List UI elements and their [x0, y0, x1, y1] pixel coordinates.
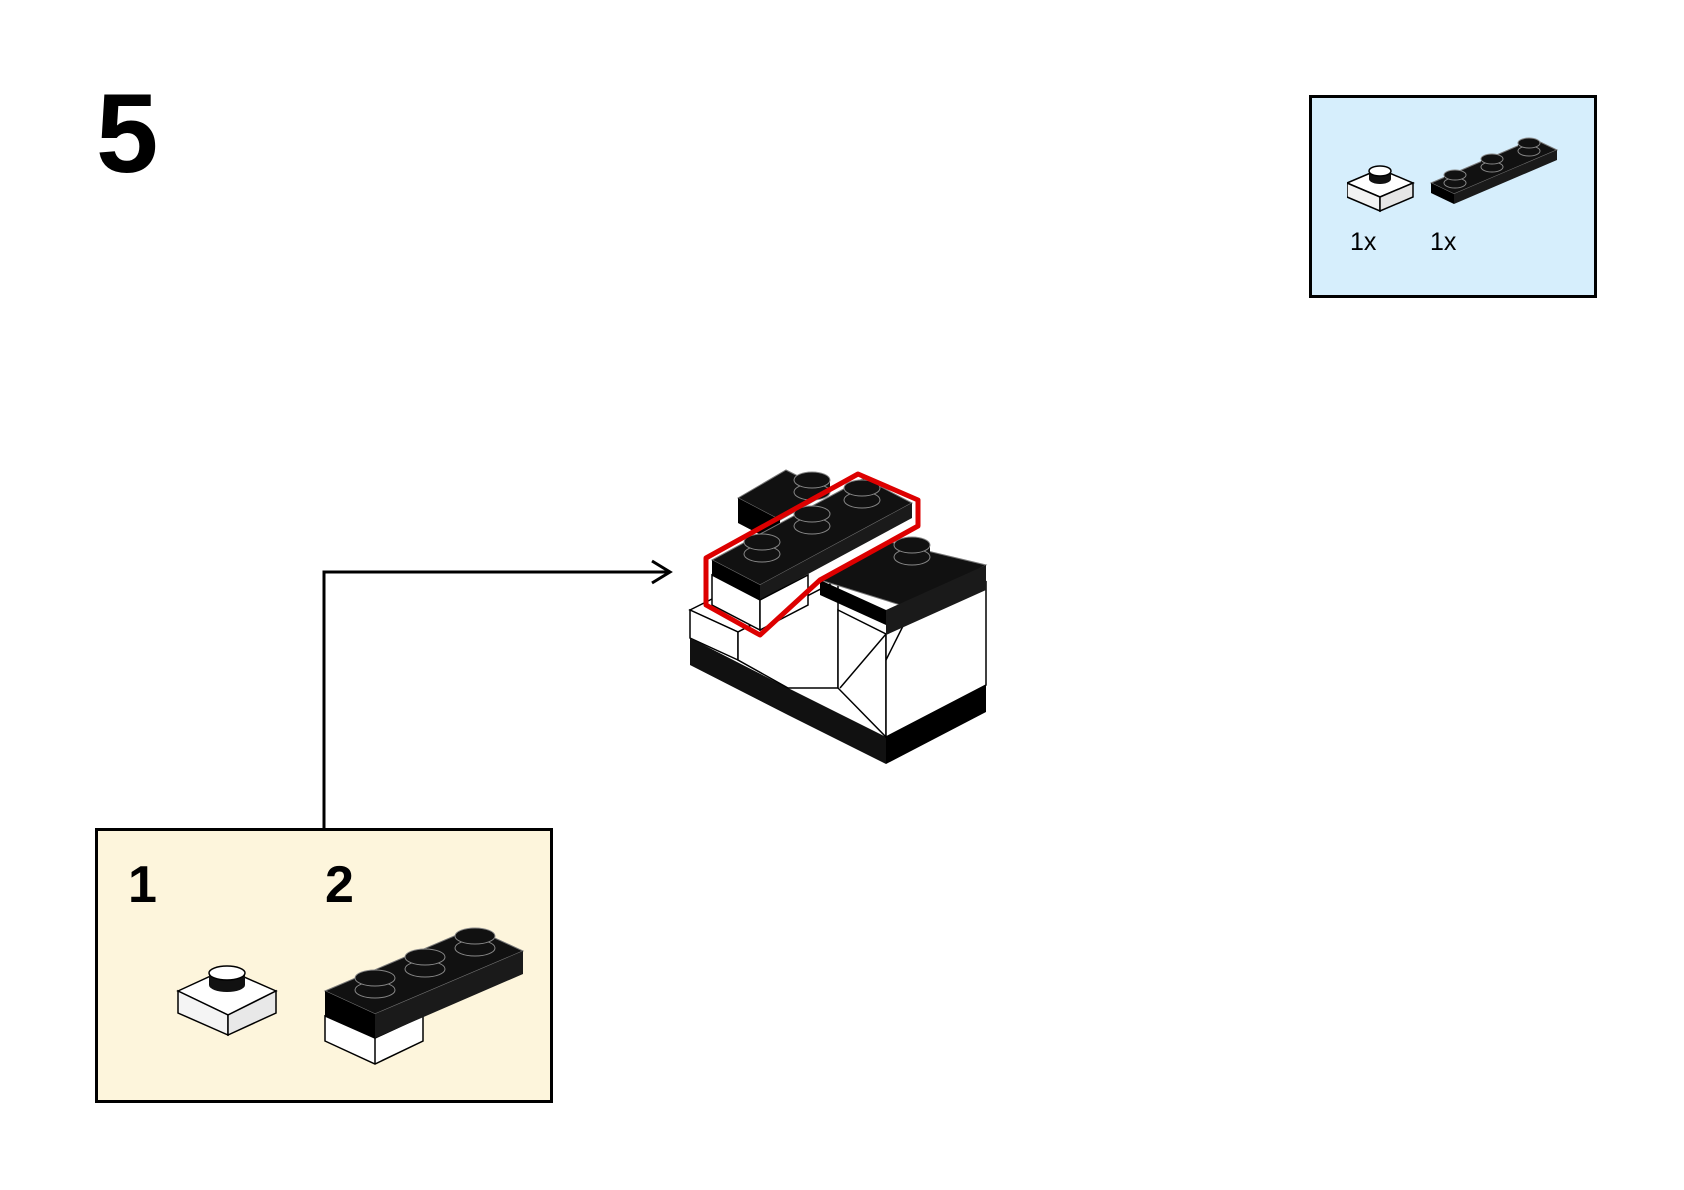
- part-quantity-black-plate: 1x: [1430, 228, 1457, 256]
- new-part-highlight: [703, 471, 921, 638]
- part-quantity-white-plate: 1x: [1350, 228, 1377, 256]
- step-number: 5: [96, 71, 159, 196]
- sub-assembly-panel: 1 2: [95, 828, 553, 1103]
- substep-1-white-plate-icon: [176, 965, 278, 1037]
- white-1x1-plate-icon: [1347, 165, 1415, 213]
- parts-list-panel: 1x 1x: [1309, 95, 1597, 298]
- substep-2-assembly-icon: [323, 927, 525, 1065]
- black-1x3-plate-icon: [1429, 137, 1559, 204]
- substep-number-1: 1: [128, 856, 157, 914]
- substep-number-2: 2: [325, 856, 354, 914]
